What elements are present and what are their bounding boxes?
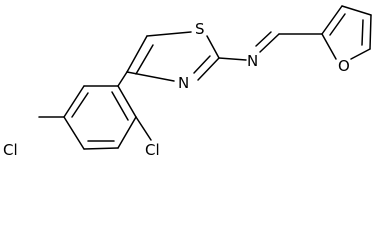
- dichlorophenyl-ring: [38, 85, 152, 150]
- bond-c2-n-imine: [218, 57, 247, 61]
- bond-n3-c4: [126, 71, 175, 82]
- bond-f-c3-c4: [341, 5, 372, 16]
- bond-f-c2-c3: [321, 5, 343, 35]
- chlorine-para-label: Cl: [3, 141, 18, 159]
- bond-f-c5-o: [350, 48, 371, 60]
- bond-n-ch-inner: [255, 31, 272, 47]
- thiazole-ring: [126, 31, 220, 82]
- bond-s-c2: [206, 35, 220, 59]
- furan-oxygen-label: O: [338, 57, 350, 75]
- thiazole-nitrogen-label: N: [178, 74, 189, 92]
- imine-nitrogen-label: N: [247, 52, 258, 70]
- bond-c2-n3-double: [197, 57, 220, 81]
- bond-ph-c5-c6: [63, 85, 85, 118]
- bond-f-c2-c3-inner: [329, 13, 346, 36]
- imine-linker: [218, 31, 323, 61]
- bond-ph-c1-c2: [117, 85, 137, 118]
- sulfur-atom-label: S: [195, 20, 205, 38]
- molecule-structure-diagram: S N N O Cl Cl: [3, 5, 372, 159]
- bond-ph-c3-c4: [83, 147, 119, 150]
- bond-c4-phenyl: [117, 71, 128, 87]
- bond-f-c4-c5: [369, 14, 372, 50]
- bond-n-ch-double: [259, 33, 280, 53]
- bond-c5-c4-inner: [135, 44, 154, 75]
- bond-ph-c5-c6-inner: [71, 92, 89, 118]
- bond-c5-s: [146, 31, 192, 37]
- bond-ph-c4-c5: [63, 116, 85, 150]
- bond-ph-c2-c3: [117, 116, 137, 149]
- chlorine-ortho-label: Cl: [145, 141, 160, 159]
- bond-c2-n3-inner: [193, 55, 211, 74]
- bond-ph-c1-c2-inner: [111, 91, 129, 121]
- bond-f-o-c2: [321, 33, 337, 60]
- furan-ring: [321, 5, 372, 60]
- bond-c5-c4-double: [126, 35, 148, 73]
- bond-f-c4-c5-inner: [361, 19, 364, 46]
- bond-ph-c2-cl: [135, 116, 152, 141]
